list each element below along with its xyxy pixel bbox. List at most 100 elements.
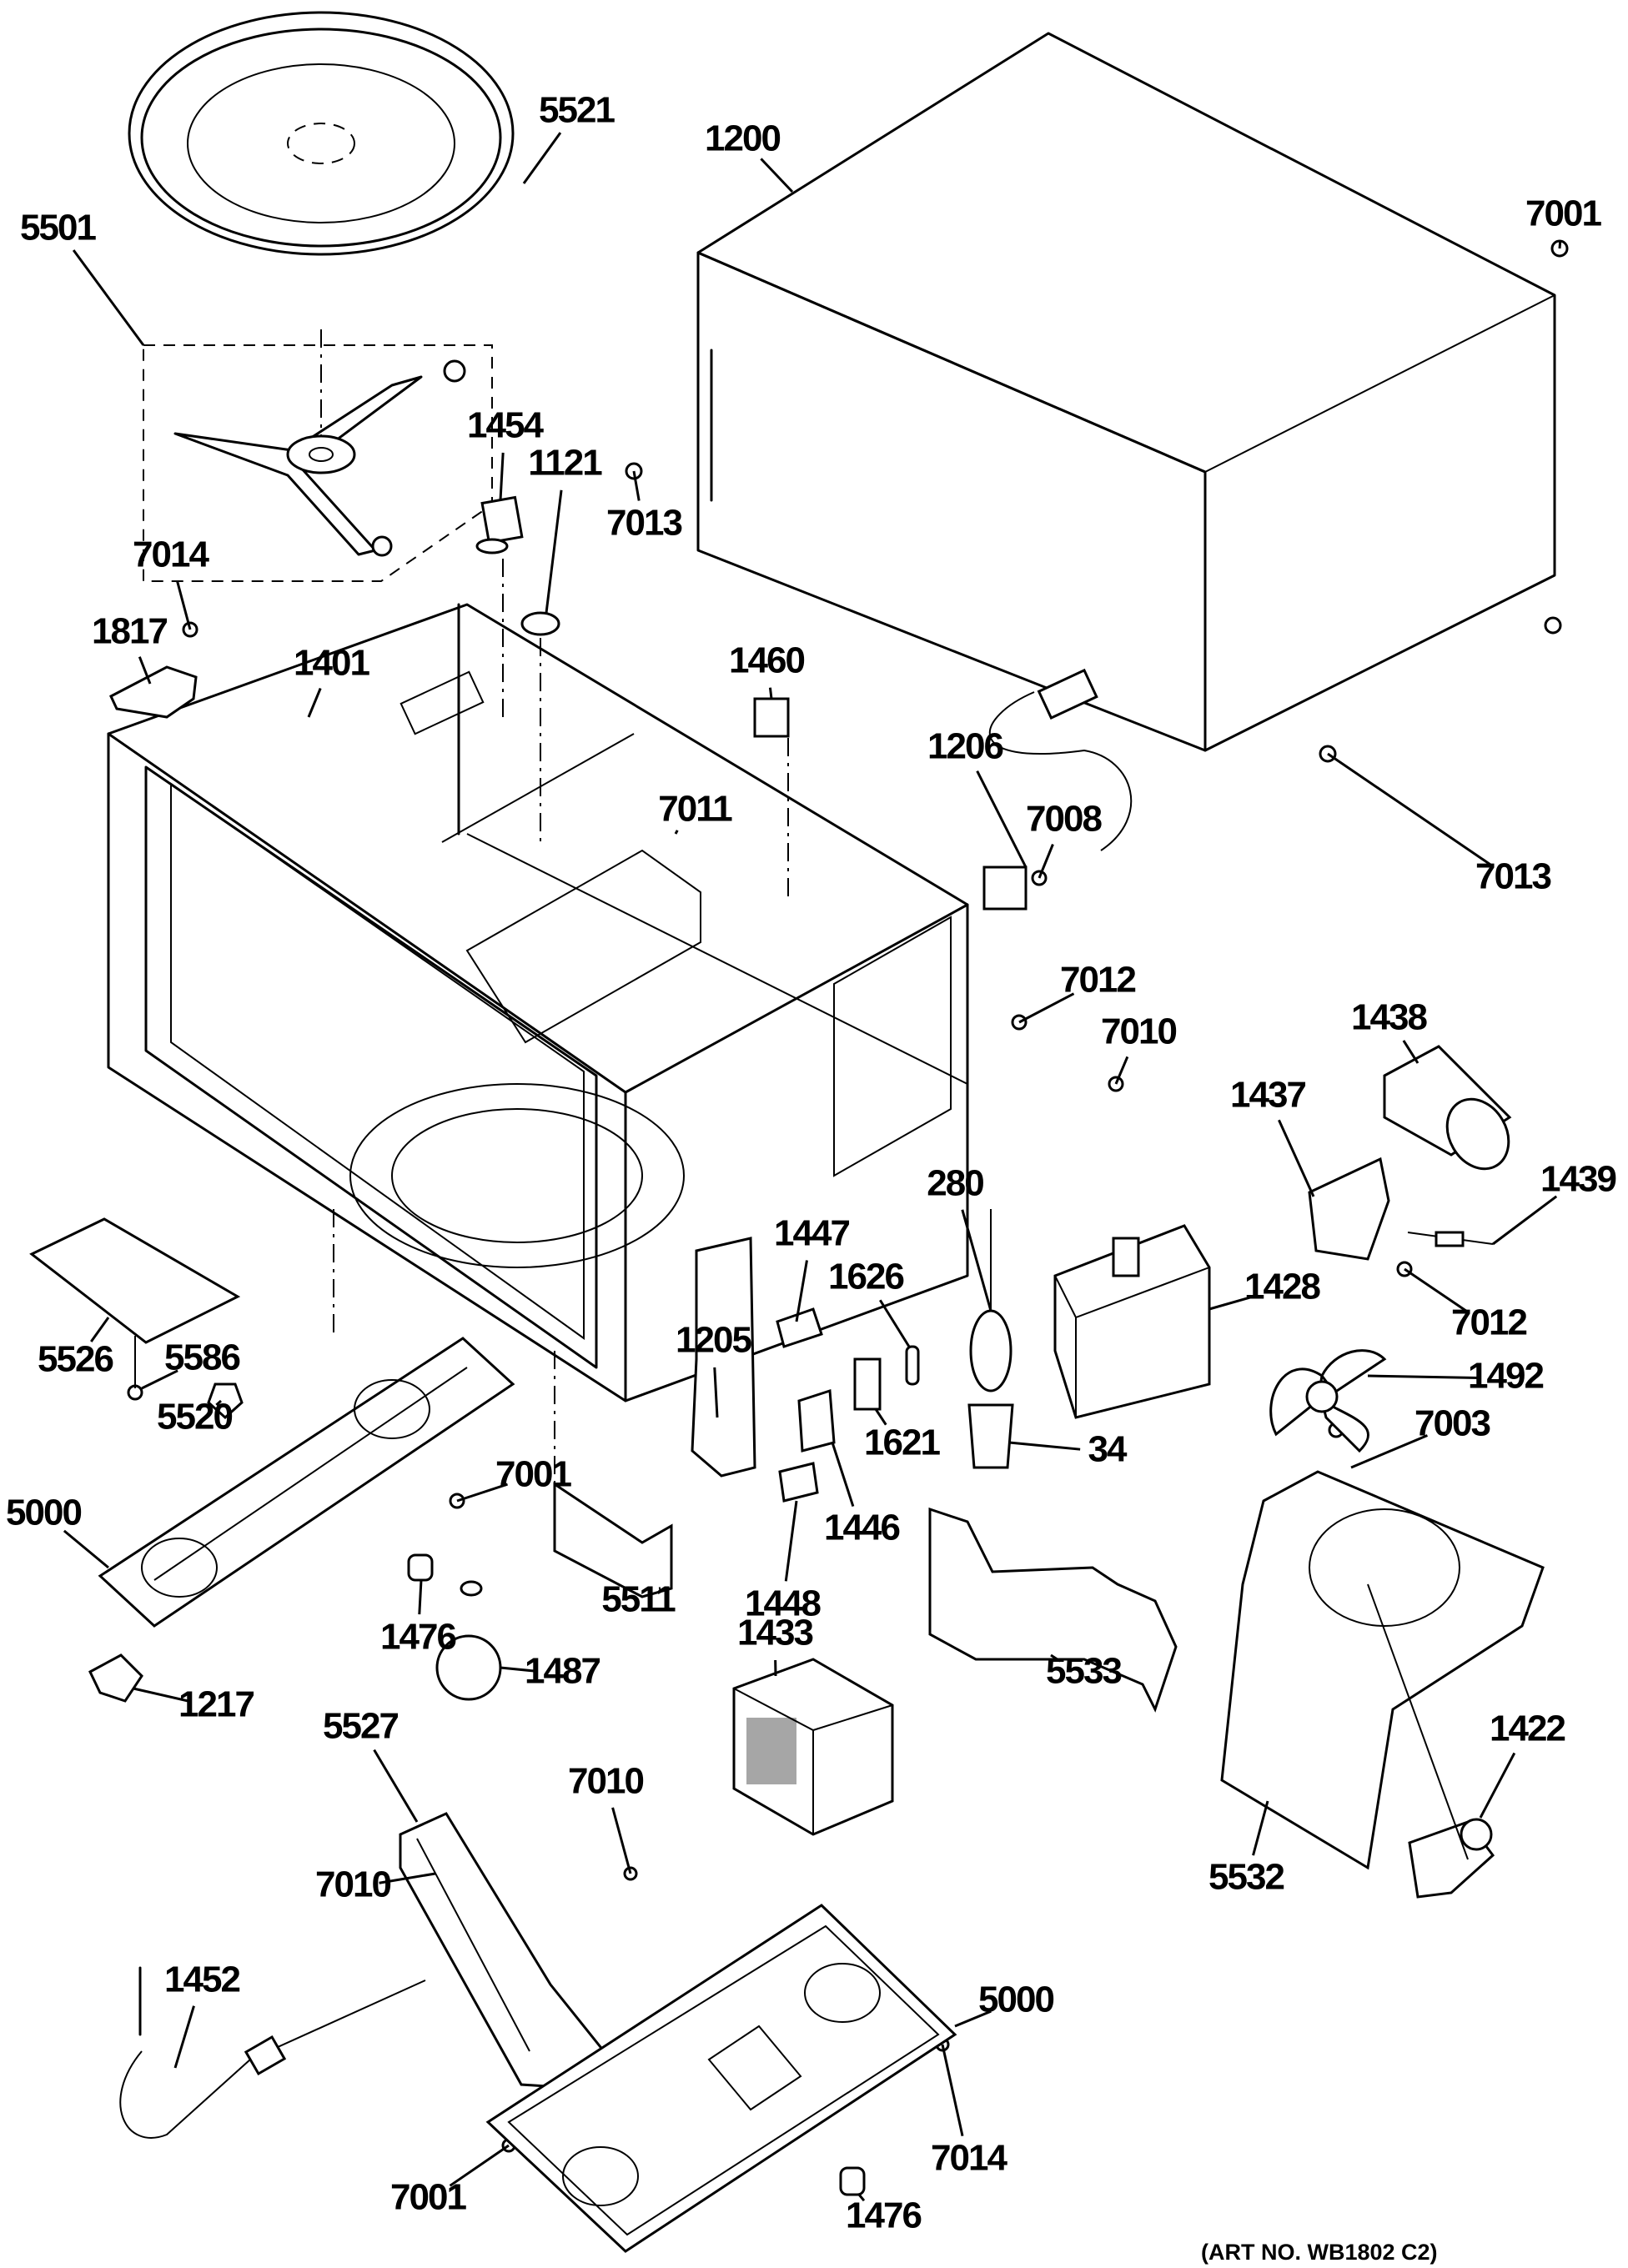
cover-plate-5526 bbox=[29, 1217, 241, 1388]
leader-line-7001 bbox=[456, 1483, 508, 1503]
part-callout-1621: 1621 bbox=[864, 1423, 940, 1463]
part-callout-1439: 1439 bbox=[1540, 1159, 1615, 1200]
part-callout-7008: 7008 bbox=[1026, 799, 1102, 840]
part-callout-7013: 7013 bbox=[606, 503, 681, 544]
base-rail-5000-left bbox=[98, 1209, 515, 1628]
part-callout-5000: 5000 bbox=[978, 1979, 1053, 2020]
part-callout-7014: 7014 bbox=[133, 534, 209, 575]
outer-case bbox=[696, 32, 1556, 752]
hv-capacitor-1438 bbox=[1383, 1045, 1512, 1171]
leader-line-7011 bbox=[674, 830, 679, 835]
leader-line-1460 bbox=[768, 687, 773, 700]
part-callout-1206: 1206 bbox=[927, 726, 1002, 767]
door-latch-1205 bbox=[691, 1237, 756, 1478]
switch-1454 bbox=[475, 495, 524, 717]
part-callout-7013: 7013 bbox=[1475, 856, 1550, 897]
part-callout-1447: 1447 bbox=[774, 1213, 849, 1254]
leader-line-5501 bbox=[72, 249, 145, 346]
part-callout-5586: 5586 bbox=[164, 1337, 239, 1378]
leader-line-1422 bbox=[1479, 1752, 1516, 1819]
part-callout-5533: 5533 bbox=[1046, 1651, 1121, 1692]
temperature-probe-1452 bbox=[119, 1966, 426, 2139]
foot-1476-upper bbox=[407, 1553, 434, 1582]
interlock-switch-1447 bbox=[776, 1307, 823, 1348]
leader-line-1401 bbox=[307, 687, 322, 718]
fuse-1626 bbox=[905, 1345, 920, 1386]
part-callout-5511: 5511 bbox=[601, 1579, 676, 1620]
part-callout-1200: 1200 bbox=[705, 118, 780, 159]
leader-line-5520 bbox=[215, 1399, 222, 1407]
leader-line-7008 bbox=[1038, 844, 1054, 879]
leader-line-5521 bbox=[522, 132, 562, 184]
part-callout-1205: 1205 bbox=[676, 1320, 751, 1361]
thermal-cutout-1121 bbox=[520, 611, 560, 842]
hinge-1817 bbox=[109, 665, 198, 719]
leader-line-1437 bbox=[1278, 1119, 1315, 1197]
fuse-holder-1621 bbox=[853, 1357, 882, 1411]
part-callout-1422: 1422 bbox=[1490, 1709, 1565, 1749]
part-callout-5521: 5521 bbox=[539, 90, 615, 131]
part-callout-1217: 1217 bbox=[178, 1684, 254, 1725]
part-callout-1476: 1476 bbox=[380, 1617, 455, 1658]
part-callout-7010: 7010 bbox=[1101, 1011, 1176, 1052]
turntable-motor-1487 bbox=[435, 1580, 502, 1701]
switch-1460 bbox=[753, 697, 790, 901]
leader-line-1476 bbox=[857, 2194, 866, 2202]
leader-line-1476 bbox=[418, 1579, 423, 1615]
part-callout-5527: 5527 bbox=[323, 1706, 398, 1747]
part-callout-1401: 1401 bbox=[294, 643, 369, 684]
leader-line-7010 bbox=[1114, 1056, 1129, 1085]
part-callout-1626: 1626 bbox=[828, 1257, 903, 1297]
part-callout-1452: 1452 bbox=[164, 1959, 239, 2000]
leader-line-7013 bbox=[632, 470, 641, 501]
part-callout-7010: 7010 bbox=[568, 1761, 643, 1802]
roller-support-assembly bbox=[143, 329, 493, 582]
base-plate-5000 bbox=[485, 1904, 957, 2253]
part-callout-7001: 7001 bbox=[495, 1454, 571, 1495]
part-callout-280: 280 bbox=[927, 1163, 983, 1204]
leader-line-5586 bbox=[141, 1369, 178, 1390]
leader-line-280 bbox=[961, 1209, 992, 1312]
leader-line-1438 bbox=[1402, 1040, 1419, 1064]
leader-line-7014 bbox=[176, 580, 192, 630]
foot-1476-lower bbox=[839, 2166, 866, 2196]
leader-line-1626 bbox=[879, 1299, 911, 1347]
part-callout-5520: 5520 bbox=[157, 1397, 232, 1438]
leader-line-1448 bbox=[784, 1500, 798, 1582]
part-callout-5000: 5000 bbox=[6, 1493, 81, 1533]
leader-line-1492 bbox=[1367, 1374, 1480, 1379]
leader-lines bbox=[63, 132, 1562, 2202]
lamp-bulb-280 bbox=[969, 1209, 1012, 1392]
switch-bracket-5511 bbox=[553, 1351, 673, 1598]
part-callout-1454: 1454 bbox=[467, 405, 544, 446]
leader-line-5000 bbox=[63, 1529, 109, 1569]
leader-line-1817 bbox=[138, 656, 152, 685]
leader-line-34 bbox=[1008, 1441, 1081, 1451]
leader-line-1447 bbox=[795, 1260, 808, 1322]
leader-line-1487 bbox=[500, 1666, 536, 1673]
lamp-socket-34 bbox=[967, 1403, 1014, 1469]
part-callout-7012: 7012 bbox=[1060, 960, 1135, 1001]
leader-line-7012 bbox=[1018, 992, 1075, 1024]
part-callout-7003: 7003 bbox=[1414, 1403, 1490, 1444]
part-callout-7001: 7001 bbox=[390, 2177, 466, 2218]
magnetron-1428 bbox=[1053, 1224, 1211, 1419]
part-callout-1446: 1446 bbox=[824, 1508, 899, 1548]
leader-line-5527 bbox=[373, 1749, 419, 1823]
part-callout-5526: 5526 bbox=[38, 1339, 113, 1380]
leader-line-5526 bbox=[90, 1317, 110, 1342]
leader-line-1200 bbox=[760, 158, 794, 193]
part-callout-7012: 7012 bbox=[1451, 1302, 1526, 1343]
air-guide-5533 bbox=[928, 1507, 1178, 1713]
interlock-switch-1446 bbox=[797, 1388, 836, 1453]
part-callout-7010: 7010 bbox=[315, 1864, 390, 1905]
part-callout-1487: 1487 bbox=[525, 1651, 600, 1692]
leader-line-7013 bbox=[1327, 752, 1492, 866]
part-callout-5501: 5501 bbox=[20, 208, 96, 248]
leader-line-7010 bbox=[611, 1807, 632, 1874]
leader-line-1205 bbox=[713, 1367, 719, 1418]
part-callout-1476: 1476 bbox=[846, 2195, 921, 2236]
art-number-caption: (ART NO. WB1802 C2) bbox=[1201, 2240, 1438, 2265]
leader-line-1452 bbox=[173, 2005, 195, 2069]
